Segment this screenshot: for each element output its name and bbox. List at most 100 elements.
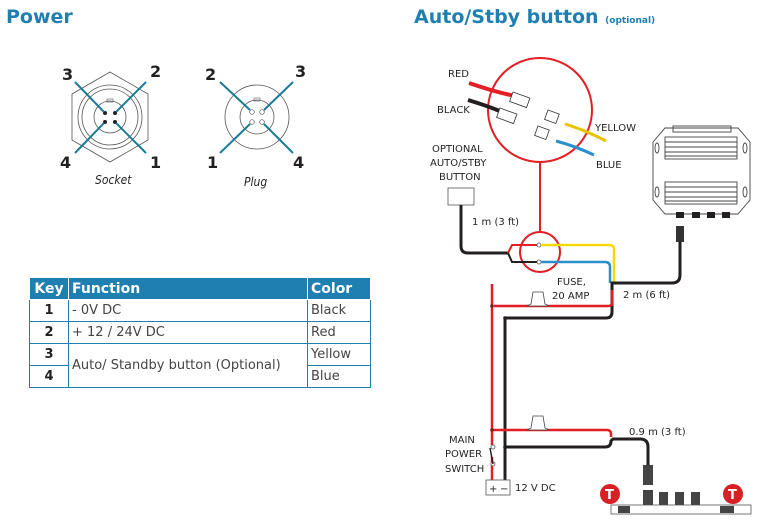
- switch-contact-top: [490, 444, 496, 450]
- switch-label-line-3: SWITCH: [445, 464, 484, 475]
- battery-minus: −: [500, 484, 508, 495]
- drop-cable-connector: [643, 465, 653, 485]
- socket-pin-label-2: 2: [150, 62, 161, 81]
- button-label-line-3: BUTTON: [439, 172, 481, 183]
- black-wire-detail: [467, 98, 503, 114]
- red-spade-connector: [509, 91, 531, 109]
- backbone-t-connectors: [618, 490, 734, 513]
- network-red-wire: [492, 428, 613, 437]
- plug-face: [239, 99, 275, 135]
- battery-12v: [485, 479, 511, 496]
- fuse-label-line-2: 20 AMP: [552, 291, 589, 302]
- red-junction-dot-2: [490, 428, 494, 432]
- plug-outer-ring: [224, 84, 290, 150]
- unit-heatsink-bottom: [664, 181, 738, 205]
- junction-terminal-yellow: [536, 242, 542, 248]
- socket-inner-ring: [81, 88, 139, 146]
- table-row: 2 + 12 / 24V DC Red: [29, 321, 371, 344]
- socket-key: [106, 98, 114, 103]
- black-junction-dot-2: [503, 445, 507, 449]
- terminator-right: T: [723, 484, 743, 504]
- socket-leader-1: [115, 122, 147, 154]
- main-power-switch: [489, 447, 494, 465]
- row-key: 1: [29, 299, 69, 322]
- button-label-line-1: OPTIONAL: [432, 144, 483, 155]
- plug-pin-label-1: 1: [207, 153, 218, 172]
- yellow-label: YELLOW: [594, 123, 636, 134]
- unit-port-1: [676, 212, 684, 218]
- socket-pin-label-1: 1: [150, 153, 161, 172]
- switch-label-line-1: MAIN: [449, 435, 475, 446]
- network-black-wire: [505, 437, 650, 470]
- backbone-end-right: [720, 506, 734, 513]
- t-connector-4: [691, 492, 700, 505]
- auto-stby-section-title: Auto/Stby button (optional): [414, 6, 655, 28]
- junction-terminal-blue: [536, 259, 542, 265]
- black-label: BLACK: [437, 105, 470, 116]
- switch-label-line-2: POWER: [445, 449, 482, 460]
- fuse-20a-icon: [526, 291, 550, 307]
- t-connector-1: [643, 490, 653, 505]
- cable-1m-label: 1 m (3 ft): [472, 217, 519, 228]
- unit-port-2: [692, 212, 700, 218]
- table-row: 3 Auto/ Standby button (Optional) Yellow: [29, 343, 371, 388]
- plug-connector: 2 3 1 4 Plug: [205, 62, 306, 189]
- row-function: Auto/ Standby button (Optional): [68, 343, 308, 388]
- pinout-table: Key Function Color 1 - 0V DC Black 2 + 1…: [29, 277, 371, 388]
- yellow-wire-detail: [564, 122, 607, 143]
- row-color: Yellow: [307, 343, 371, 366]
- plug-pin-4: [259, 119, 265, 125]
- socket-hex-nut: [71, 71, 149, 163]
- row-key: 2: [29, 321, 69, 344]
- terminator-left: T: [600, 484, 620, 504]
- table-header-row: Key Function Color: [29, 277, 371, 300]
- plug-key: [253, 97, 261, 102]
- plug-leader-2: [219, 81, 251, 111]
- terminator-left-icon: [600, 484, 620, 504]
- row-color: Black: [307, 299, 371, 322]
- plug-pin-3: [259, 109, 265, 115]
- socket-connector: 3 2 4 1 Socket: [60, 62, 161, 187]
- header-color: Color: [307, 277, 371, 300]
- socket-pin-label-3: 3: [62, 65, 73, 84]
- unit-cable-connector: [676, 226, 684, 242]
- socket-label: Socket: [95, 173, 132, 187]
- black-spade-connector: [496, 107, 518, 125]
- button-label-line-2: AUTO/STBY: [430, 158, 487, 169]
- terminator-right-label: T: [728, 488, 737, 503]
- red-junction-dot-1: [490, 304, 494, 308]
- unit-heatsink-top: [664, 136, 738, 160]
- battery-plus: +: [489, 484, 497, 495]
- cable-09m-label: 0.9 m (3 ft): [629, 427, 686, 438]
- blue-wire: [541, 260, 612, 283]
- socket-pin-label-4: 4: [60, 153, 71, 172]
- plug-pin-2: [249, 109, 255, 115]
- plug-leader-3: [263, 81, 294, 111]
- row-color: Red: [307, 321, 371, 344]
- table-row: 1 - 0V DC Black: [29, 299, 371, 322]
- auto-stby-wiring: RED BLACK YELLOW BLUE OPTIONAL AUTO/STBY…: [430, 57, 752, 515]
- plug-pin-1: [249, 119, 255, 125]
- plug-leader-1: [219, 123, 251, 154]
- power-cable-red: [494, 290, 614, 308]
- unit-port-3: [707, 212, 715, 218]
- socket-leader-2: [115, 81, 147, 113]
- button-cable: [459, 205, 508, 255]
- row-color: Blue: [307, 365, 371, 388]
- socket-leader-3: [74, 81, 105, 113]
- unit-ports: [676, 212, 730, 218]
- fuse-label-line-1: FUSE,: [557, 277, 586, 288]
- row-key: 4: [29, 365, 69, 388]
- junction-red-wire: [507, 244, 539, 254]
- socket-face: [93, 100, 127, 134]
- yellow-wire: [541, 243, 616, 283]
- t-connector-2: [659, 492, 668, 505]
- plug-label: Plug: [244, 175, 267, 189]
- cable-2m-label: 2 m (6 ft): [623, 290, 670, 301]
- row-function: + 12 / 24V DC: [68, 321, 308, 344]
- row-key: 3: [29, 343, 69, 366]
- table-row: 4 Blue: [29, 365, 371, 388]
- network-fuse-icon: [526, 415, 550, 431]
- power-section-title: Power: [6, 6, 73, 28]
